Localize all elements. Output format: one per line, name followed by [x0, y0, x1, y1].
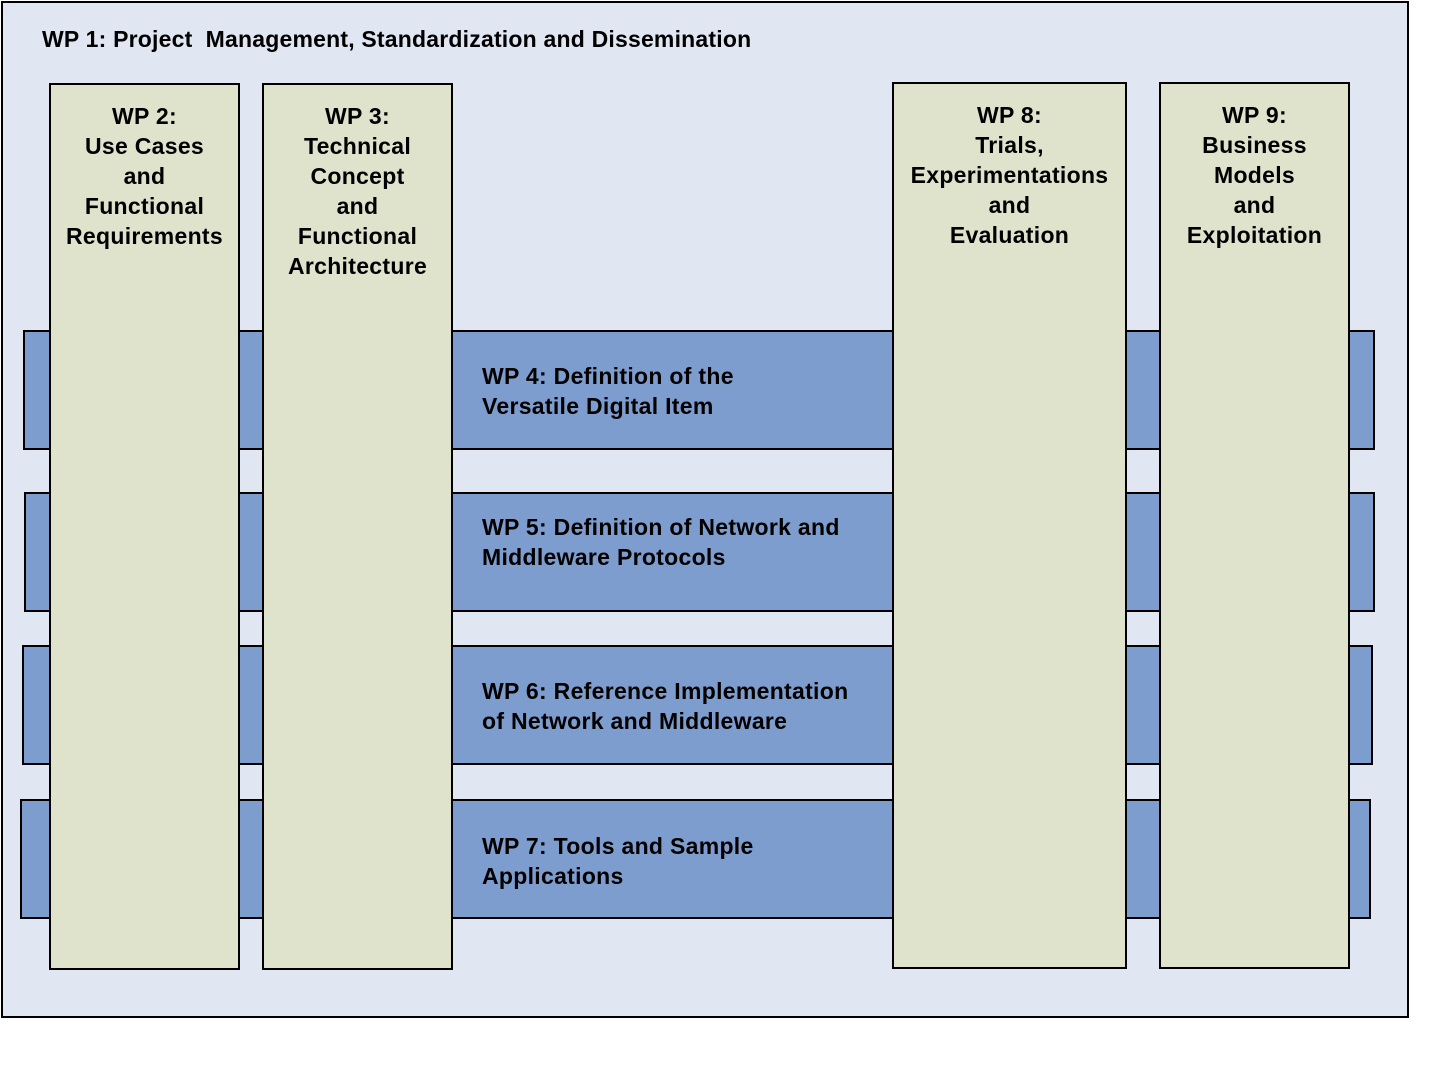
wp9-column: WP 9: Business Models and Exploitation	[1159, 82, 1350, 969]
wp5-label: WP 5: Definition of Network and Middlewa…	[482, 514, 840, 570]
wp7-label: WP 7: Tools and Sample Applications	[482, 833, 754, 889]
wp4-label: WP 4: Definition of the Versatile Digita…	[482, 363, 734, 419]
wp9-label: WP 9: Business Models and Exploitation	[1186, 102, 1323, 248]
wp6-bar	[22, 645, 1373, 765]
wp3-column: WP 3: Technical Concept and Functional A…	[262, 83, 453, 970]
wp6-label: WP 6: Reference Implementation of Networ…	[482, 678, 849, 734]
wp4-bar	[23, 330, 1375, 450]
wp5-bar	[24, 492, 1375, 612]
wp2-label: WP 2: Use Cases and Functional Requireme…	[66, 103, 223, 249]
wp7-bar	[20, 799, 1371, 919]
wp8-label: WP 8: Trials, Experimentations and Evalu…	[910, 102, 1109, 248]
wp2-column: WP 2: Use Cases and Functional Requireme…	[49, 83, 240, 970]
wp3-label: WP 3: Technical Concept and Functional A…	[287, 103, 428, 279]
wp1-title: WP 1: Project Management, Standardizatio…	[42, 26, 752, 52]
wp8-column: WP 8: Trials, Experimentations and Evalu…	[892, 82, 1127, 969]
